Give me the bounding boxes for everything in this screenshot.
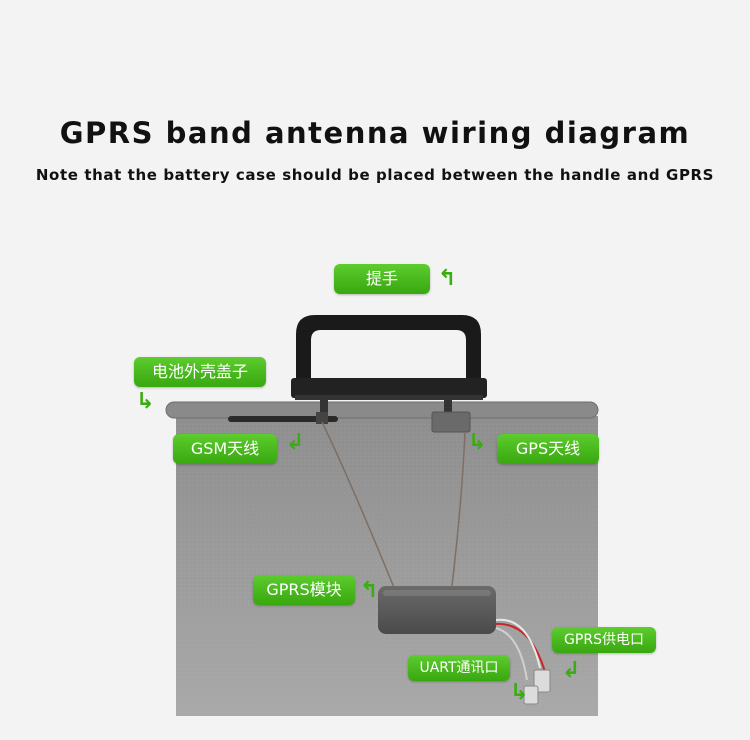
page-title: GPRS band antenna wiring diagram [59, 116, 691, 150]
bent-arrow-icon: ↲ [286, 430, 305, 455]
gprs-power-wire-white [495, 618, 541, 669]
bent-arrow-icon: ↳ [468, 430, 487, 455]
uart-wire [495, 627, 528, 681]
page-subtitle: Note that the battery case should be pla… [35, 166, 715, 184]
handle [296, 315, 481, 398]
gsm-antenna-connector [316, 412, 328, 424]
label-gsm-antenna: GSM天线 [173, 434, 277, 464]
handle-post-left [320, 398, 328, 416]
battery-case-texture [176, 416, 598, 716]
label-battery-cover: 电池外壳盖子 [134, 357, 266, 387]
bent-arrow-icon: ↰ [360, 578, 379, 603]
gprs-module [378, 586, 496, 634]
bent-arrow-icon: ↳ [136, 389, 155, 414]
label-gprs-module: GPRS模块 [253, 575, 355, 605]
bent-arrow-icon: ↰ [438, 266, 457, 291]
gps-antenna-cable [451, 431, 466, 587]
label-gps-antenna: GPS天线 [497, 434, 599, 464]
gps-antenna-block [431, 411, 471, 433]
gsm-antenna-cable [321, 421, 396, 591]
gsm-antenna-bar [228, 416, 338, 422]
label-gprs-power-port: GPRS供电口 [552, 627, 656, 653]
label-uart-port: UART通讯口 [408, 655, 510, 681]
gprs-power-wire-red [495, 622, 546, 673]
handle-post-right [444, 398, 452, 416]
label-handle: 提手 [334, 264, 430, 294]
uart-connector [523, 685, 539, 705]
handle-base [291, 378, 487, 398]
bent-arrow-icon: ↳ [510, 680, 529, 705]
battery-case-lid [165, 401, 599, 419]
gprs-module-highlight [383, 590, 491, 596]
handle-base-edge [295, 395, 483, 400]
bent-arrow-icon: ↲ [562, 658, 581, 683]
